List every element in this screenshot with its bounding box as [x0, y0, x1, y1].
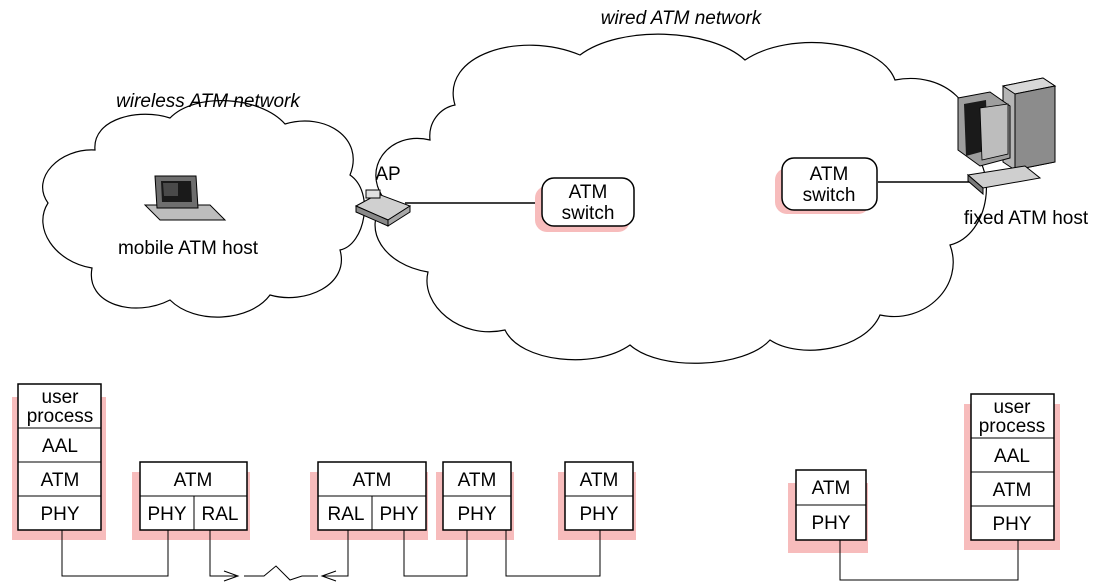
svg-text:ATM: ATM	[993, 480, 1032, 501]
laptop-icon	[143, 175, 227, 221]
svg-text:user: user	[42, 387, 80, 408]
svg-text:AAL: AAL	[994, 446, 1030, 467]
svg-text:AAL: AAL	[42, 436, 78, 457]
svg-text:switch: switch	[562, 203, 615, 224]
switch2-protocol-stack: ATM PHY	[558, 461, 636, 540]
svg-text:ATM: ATM	[569, 182, 608, 203]
svg-text:PHY: PHY	[379, 504, 418, 525]
svg-text:ATM: ATM	[810, 164, 849, 185]
svg-text:ATM: ATM	[580, 470, 619, 491]
svg-text:PHY: PHY	[147, 504, 186, 525]
stack-links	[61, 530, 1019, 581]
svg-text:switch: switch	[803, 185, 856, 206]
svg-text:ATM: ATM	[812, 478, 851, 499]
svg-text:ATM: ATM	[458, 470, 497, 491]
ap-label: AP	[375, 164, 400, 185]
wired-network-label: wired ATM network	[601, 8, 763, 29]
svg-text:PHY: PHY	[457, 504, 496, 525]
svg-text:PHY: PHY	[579, 504, 618, 525]
svg-text:user: user	[994, 397, 1032, 418]
atm-switch-center: ATM switch	[535, 177, 635, 232]
mobile-host-protocol-stack: user process AAL ATM PHY	[12, 383, 106, 540]
svg-text:ATM: ATM	[41, 470, 80, 491]
svg-text:PHY: PHY	[40, 504, 79, 525]
access-point-icon	[354, 189, 412, 227]
svg-text:PHY: PHY	[811, 513, 850, 534]
wireless-network-label: wireless ATM network	[116, 91, 301, 112]
mobile-host-label: mobile ATM host	[118, 238, 259, 259]
atm-switch-right: ATM switch	[775, 157, 878, 214]
switch3-protocol-stack: ATM PHY	[788, 469, 868, 553]
svg-text:ATM: ATM	[353, 470, 392, 491]
desktop-computer-icon	[957, 77, 1057, 196]
wired-network-cloud	[374, 33, 987, 364]
svg-text:RAL: RAL	[202, 504, 239, 525]
wireless-link-icon	[223, 565, 337, 582]
switch1-protocol-stack: ATM PHY	[436, 461, 514, 540]
fixed-host-protocol-stack: user process AAL ATM PHY	[964, 393, 1060, 550]
mobile-bridge-protocol-stack: ATM PHY RAL	[132, 461, 250, 540]
ap-bridge-protocol-stack: ATM RAL PHY	[310, 461, 428, 540]
svg-text:PHY: PHY	[992, 514, 1031, 535]
svg-text:RAL: RAL	[328, 504, 365, 525]
svg-text:ATM: ATM	[174, 470, 213, 491]
fixed-host-label: fixed ATM host	[964, 208, 1089, 229]
svg-text:process: process	[27, 406, 94, 427]
svg-text:process: process	[979, 416, 1046, 437]
